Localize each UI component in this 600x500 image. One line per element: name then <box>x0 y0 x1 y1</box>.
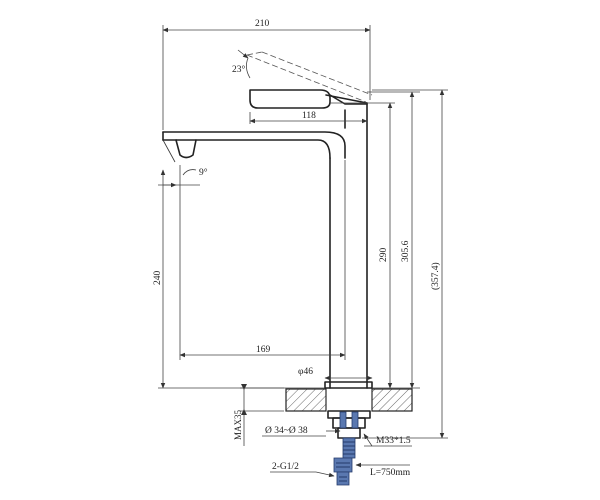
dim-height-to-handle: 290 <box>330 102 420 389</box>
faucet-handle <box>246 51 373 109</box>
dim-thread: M33*1.5 <box>363 433 412 447</box>
dim-hose-connection-label: 2-G1/2 <box>272 462 299 472</box>
dim-max-counter: MAX35 <box>233 384 284 446</box>
dim-total-width: 210 <box>162 19 371 130</box>
dim-overall-height: (357.4) <box>362 89 448 439</box>
dim-hole-range: Ø 34~Ø 38 <box>262 426 341 437</box>
dim-max-counter-label: MAX35 <box>233 409 243 440</box>
dim-height-to-top-label: 305.6 <box>401 240 411 262</box>
dim-spout-height-label: 240 <box>153 271 163 286</box>
dim-handle-angle-label: 23° <box>232 64 246 75</box>
dim-hose-length-label: L=750mm <box>370 468 411 478</box>
dim-overall-height-label: (357.4) <box>430 262 441 290</box>
dim-thread-label: M33*1.5 <box>376 436 411 446</box>
countertop-section <box>285 388 413 439</box>
dim-height-to-top: 305.6 <box>367 91 420 389</box>
dim-handle-length: 118 <box>249 111 368 124</box>
dim-height-to-handle-label: 290 <box>379 248 389 263</box>
dim-base-diameter-label: φ46 <box>298 367 313 377</box>
faucet-body <box>324 94 373 389</box>
dim-hole-range-label: Ø 34~Ø 38 <box>265 426 308 436</box>
dim-handle-length-label: 118 <box>302 111 316 121</box>
faucet-spout <box>162 131 346 163</box>
dim-hose-connection: 2-G1/2 <box>270 462 335 478</box>
dim-total-width-label: 210 <box>255 19 270 29</box>
dim-spout-angle: 9° <box>158 167 208 188</box>
dim-spout-angle-label: 9° <box>199 167 208 178</box>
dim-spout-reach: 169 <box>179 160 346 360</box>
dim-hose-length: L=750mm <box>355 462 411 478</box>
dim-spout-reach-label: 169 <box>256 345 271 355</box>
dim-handle-angle: 23° <box>232 49 251 79</box>
dim-base-diameter: φ46 <box>298 367 373 381</box>
supply-hoses <box>333 411 359 486</box>
